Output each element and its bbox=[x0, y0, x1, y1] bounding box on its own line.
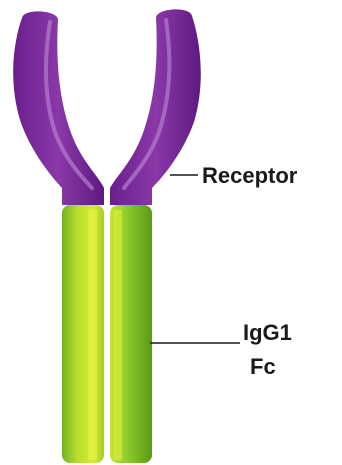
receptor-label: Receptor bbox=[202, 163, 298, 188]
igg1-fc-annotation: IgG1 Fc bbox=[150, 320, 292, 379]
igg1-label: IgG1 bbox=[243, 320, 292, 345]
fc-chain-left bbox=[62, 205, 104, 463]
fc-label: Fc bbox=[250, 354, 276, 379]
receptor-annotation: Receptor bbox=[170, 163, 298, 188]
fc-chain-right bbox=[110, 205, 152, 463]
receptor-arm-left bbox=[13, 11, 104, 205]
